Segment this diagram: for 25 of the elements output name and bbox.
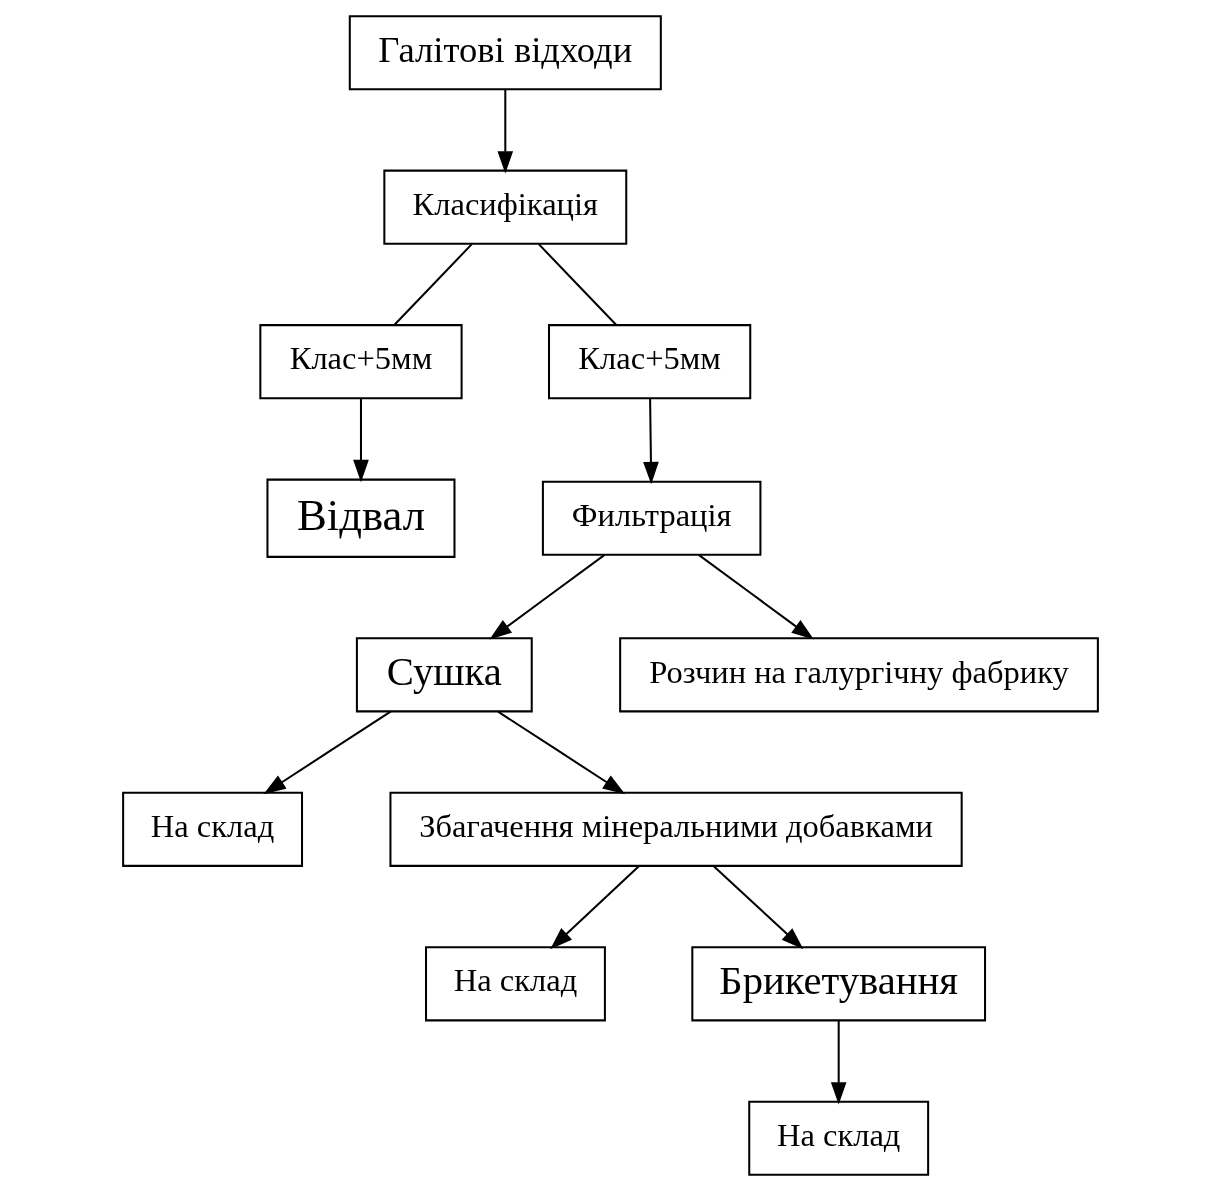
node-box: На склад xyxy=(122,791,304,867)
node-box: Розчин на галургічну фабрику xyxy=(619,637,1099,713)
arrow xyxy=(830,1020,847,1105)
connector xyxy=(538,243,618,326)
node-box: Клас+5мм xyxy=(259,324,463,400)
node-box: Відвал xyxy=(266,478,456,558)
node-box: Брикетування xyxy=(691,946,987,1022)
arrow xyxy=(489,554,606,640)
node-box: Класифікація xyxy=(383,169,628,245)
arrow xyxy=(263,710,392,795)
arrow xyxy=(643,398,659,485)
node-box: На склад xyxy=(748,1100,930,1176)
connector xyxy=(393,243,473,326)
node-box: Збагачення мінеральними добавками xyxy=(389,791,963,867)
node-box: Галітові відходи xyxy=(348,15,662,91)
arrow xyxy=(353,398,369,483)
arrow xyxy=(713,865,804,950)
node-box: Фильтрація xyxy=(541,480,762,556)
arrow xyxy=(497,89,514,174)
node-box: Клас+5мм xyxy=(548,324,752,400)
arrow xyxy=(550,865,640,950)
arrow xyxy=(497,710,626,795)
node-box: Сушка xyxy=(355,637,533,713)
node-box: На склад xyxy=(425,946,606,1022)
arrow xyxy=(698,554,814,640)
